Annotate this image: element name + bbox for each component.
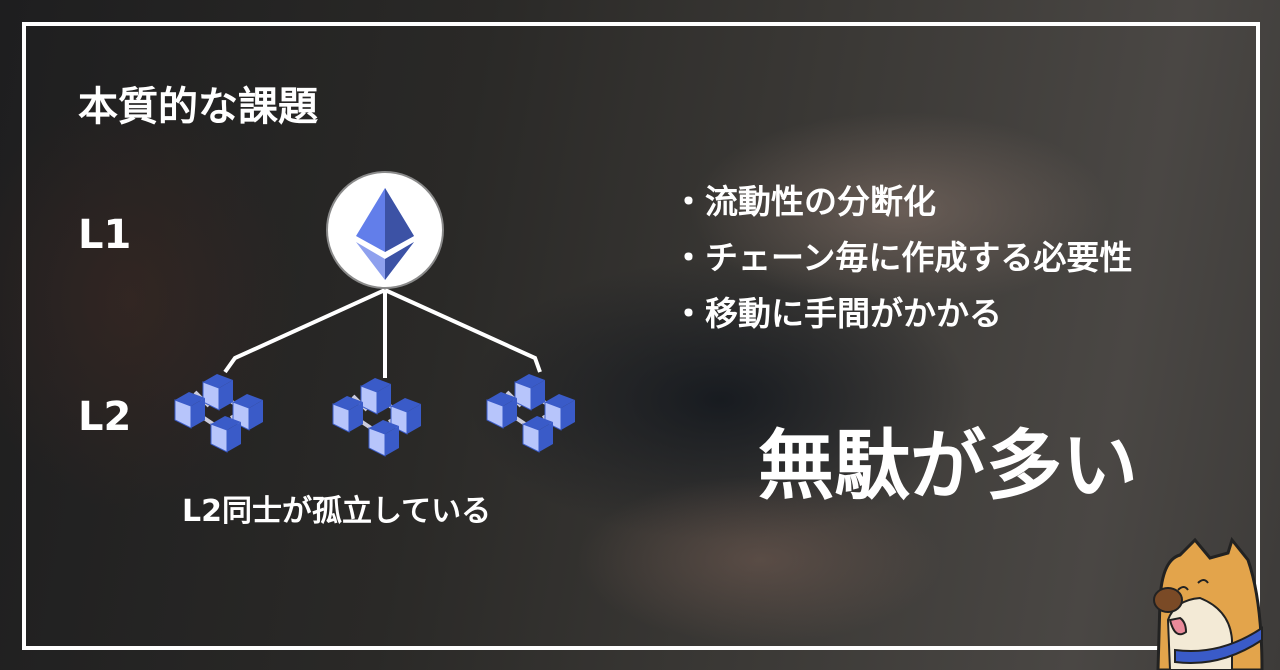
layer-label-l1: L1	[78, 212, 132, 258]
l2-cluster-2	[333, 378, 421, 456]
issue-list: 流動性の分断化 チェーン毎に作成する必要性 移動に手間がかかる	[672, 174, 1132, 342]
issue-item: 移動に手間がかかる	[672, 286, 1132, 342]
slide-frame	[22, 22, 1260, 650]
connection-lines	[223, 288, 542, 378]
l2-cluster-3	[487, 374, 575, 452]
slide-title: 本質的な課題	[78, 84, 318, 130]
l2-caption: L2同士が孤立している	[182, 494, 492, 529]
issue-item: チェーン毎に作成する必要性	[672, 230, 1132, 286]
conclusion-text: 無駄が多い	[758, 421, 1138, 510]
issue-item: 流動性の分断化	[672, 174, 1132, 230]
ethereum-logo-icon	[326, 171, 444, 289]
l2-cluster-1	[175, 374, 263, 452]
layer-label-l2: L2	[78, 394, 132, 440]
shiba-mascot-icon	[1153, 536, 1264, 670]
